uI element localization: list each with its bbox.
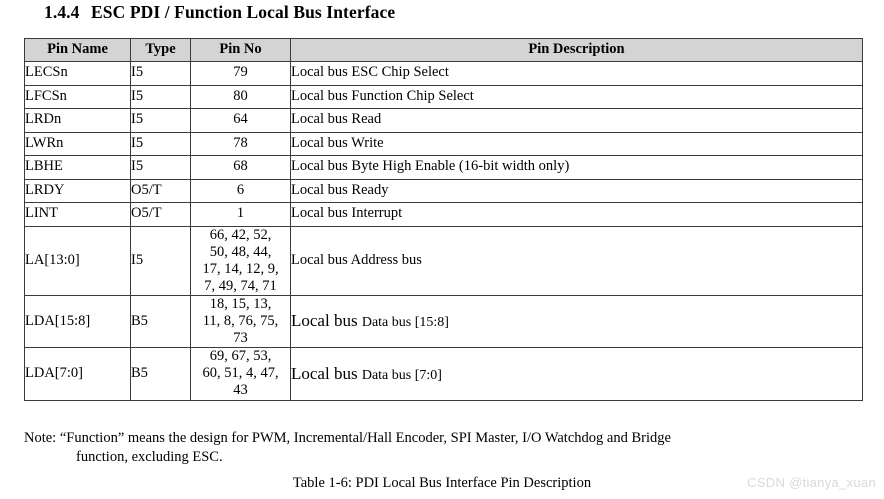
cell-type: I5 <box>130 225 191 296</box>
description-secondary: Data bus [7:0] <box>361 367 442 383</box>
table-row: LBHE I5 68 Local bus Byte High Enable (1… <box>24 155 863 180</box>
cell-type: I5 <box>130 131 191 156</box>
table-row: LA[13:0] I5 66, 42, 52, 50, 48, 44, 17, … <box>24 225 863 296</box>
section-title: ESC PDI / Function Local Bus Interface <box>91 2 396 22</box>
table-row: LRDY O5/T 6 Local bus Ready <box>24 178 863 203</box>
table-caption: Table 1-6: PDI Local Bus Interface Pin D… <box>292 475 592 491</box>
section-number: 1.4.4 <box>44 2 80 22</box>
table-row: LINT O5/T 1 Local bus Interrupt <box>24 202 863 227</box>
cell-pin-name: LECSn <box>24 61 131 86</box>
cell-pin-no: 69, 67, 53, 60, 51, 4, 47, 43 <box>190 347 291 401</box>
cell-pin-name: LWRn <box>24 131 131 156</box>
note-line-2: function, excluding ESC. <box>76 448 223 465</box>
column-header-type: Type <box>130 38 191 62</box>
cell-description: Local bus Byte High Enable (16-bit width… <box>290 155 863 180</box>
cell-description: Local bus ESC Chip Select <box>290 61 863 86</box>
cell-description: Local bus Data bus [7:0] <box>290 347 863 401</box>
table-note: Note: “Function” means the design for PW… <box>24 429 854 466</box>
cell-pin-no: 6 <box>190 178 291 203</box>
table-row: LDA[7:0] B5 69, 67, 53, 60, 51, 4, 47, 4… <box>24 347 863 401</box>
watermark: CSDN @tianya_xuan <box>747 475 876 490</box>
column-header-description: Pin Description <box>290 38 863 62</box>
cell-description: Local bus Read <box>290 108 863 133</box>
table-row: LWRn I5 78 Local bus Write <box>24 131 863 156</box>
table-header-row: Pin Name Type Pin No Pin Description <box>24 38 863 62</box>
pin-description-table: Pin Name Type Pin No Pin Description LEC… <box>24 38 863 401</box>
cell-pin-name: LRDn <box>24 108 131 133</box>
column-header-pin-name: Pin Name <box>24 38 131 62</box>
page-title: 1.4.4 ESC PDI / Function Local Bus Interf… <box>44 2 395 23</box>
description-primary: Local bus <box>291 311 362 331</box>
cell-type: I5 <box>130 108 191 133</box>
cell-pin-no: 66, 42, 52, 50, 48, 44, 17, 14, 12, 9, 7… <box>190 225 291 296</box>
description-primary: Local bus <box>291 363 362 383</box>
cell-description: Local bus Ready <box>290 178 863 203</box>
cell-description: Local bus Write <box>290 131 863 156</box>
cell-description: Local bus Data bus [15:8] <box>290 294 863 349</box>
cell-pin-no: 78 <box>190 131 291 156</box>
cell-type: I5 <box>130 155 191 180</box>
cell-pin-name: LINT <box>24 202 131 227</box>
cell-pin-name: LDA[15:8] <box>24 294 131 349</box>
cell-pin-no: 68 <box>190 155 291 180</box>
description-secondary: Data bus [15:8] <box>361 315 449 331</box>
cell-pin-no: 1 <box>190 202 291 227</box>
cell-pin-no: 79 <box>190 61 291 86</box>
cell-pin-no: 64 <box>190 108 291 133</box>
table-row: LECSn I5 79 Local bus ESC Chip Select <box>24 61 863 86</box>
cell-pin-name: LFCSn <box>24 84 131 109</box>
cell-pin-name: LA[13:0] <box>24 225 131 296</box>
cell-description: Local bus Address bus <box>290 225 863 296</box>
cell-pin-name: LBHE <box>24 155 131 180</box>
cell-pin-name: LDA[7:0] <box>24 347 131 401</box>
cell-description: Local bus Function Chip Select <box>290 84 863 109</box>
note-line-1: Note: “Function” means the design for PW… <box>24 430 671 446</box>
cell-type: B5 <box>130 294 191 349</box>
table-row: LDA[15:8] B5 18, 15, 13, 11, 8, 76, 75, … <box>24 294 863 349</box>
cell-type: O5/T <box>130 178 191 203</box>
cell-type: I5 <box>130 61 191 86</box>
table-row: LFCSn I5 80 Local bus Function Chip Sele… <box>24 84 863 109</box>
cell-pin-no: 80 <box>190 84 291 109</box>
cell-description: Local bus Interrupt <box>290 202 863 227</box>
table-row: LRDn I5 64 Local bus Read <box>24 108 863 133</box>
cell-type: B5 <box>130 347 191 401</box>
cell-pin-name: LRDY <box>24 178 131 203</box>
cell-type: I5 <box>130 84 191 109</box>
column-header-pin-no: Pin No <box>190 38 291 62</box>
cell-pin-no: 18, 15, 13, 11, 8, 76, 75, 73 <box>190 294 291 349</box>
cell-type: O5/T <box>130 202 191 227</box>
